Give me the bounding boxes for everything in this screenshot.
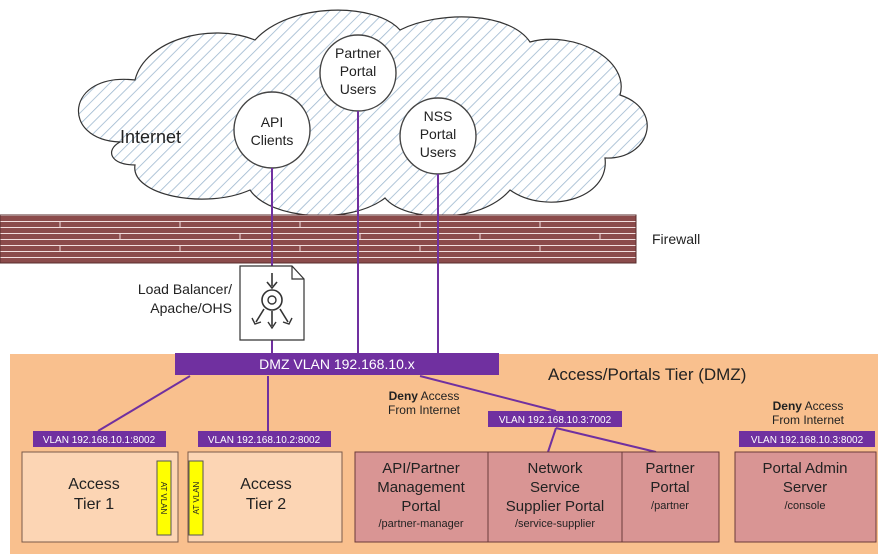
access-tier-2-box [187, 451, 343, 543]
client-partner: Partner Portal Users [319, 34, 397, 112]
access-tier-2-vlan: VLAN 192.168.10.2:8002 [208, 435, 321, 446]
at-vlan-tag-2-label: AT VLAN [192, 481, 201, 514]
client-partner-line: Users [340, 81, 377, 97]
client-nss-line: Users [420, 144, 457, 160]
admin-deny-line1: Deny Access [773, 399, 844, 413]
portal-1-line: Portal [401, 498, 440, 515]
client-nss: NSS Portal Users [399, 97, 477, 175]
dmz-vlan-label: DMZ VLAN 192.168.10.x [259, 356, 415, 372]
at-vlan-tag-2 [188, 460, 204, 536]
firewall-label: Firewall [652, 231, 700, 247]
access-tier-1-vlan: VLAN 192.168.10.1:8002 [43, 435, 156, 446]
portals-deny-line1: Deny Access [389, 389, 460, 403]
admin-line: Server [783, 479, 827, 496]
admin-vlan-bar [739, 431, 875, 447]
portals-vlan-bar [488, 411, 622, 427]
portal-2-line: Supplier Portal [506, 498, 604, 515]
load-balancer-icon [239, 265, 305, 341]
admin-line: Portal Admin [762, 460, 847, 477]
admin-deny-bold: Deny [773, 399, 803, 413]
access-tier-1-box [21, 451, 179, 543]
access-tier-1-line: Access [68, 476, 120, 493]
dmz-tier-title: Access/Portals Tier (DMZ) [548, 365, 746, 384]
firewall [0, 214, 637, 264]
portal-3-line: Partner [645, 460, 694, 477]
client-partner-line: Partner [335, 45, 381, 61]
portals-deny-line2: From Internet [388, 403, 461, 417]
client-nss-line: Portal [420, 126, 457, 142]
access-tier-2-line: Tier 2 [246, 496, 286, 513]
client-api: API Clients [233, 91, 311, 169]
client-api-line: Clients [251, 132, 294, 148]
portals-vlan: VLAN 192.168.10.3:7002 [499, 415, 612, 426]
firewall-joints [59, 221, 601, 251]
client-nss-line: NSS [424, 108, 453, 124]
admin-vlan: VLAN 192.168.10.3:8002 [751, 435, 864, 446]
network-links [97, 111, 657, 453]
internet-label: Internet [120, 127, 181, 147]
client-partner-line: Portal [340, 63, 377, 79]
access-tier-1-vlan-bar [33, 431, 166, 447]
load-balancer-line: Apache/OHS [150, 300, 232, 316]
dmz-vlan-bar [175, 353, 499, 375]
portals-deny-rest: Access [418, 389, 459, 403]
access-tier-2-line: Access [240, 476, 292, 493]
access-tier-1-line: Tier 1 [74, 496, 114, 513]
portal-1-path: /partner-manager [379, 518, 464, 530]
admin-deny-line2: From Internet [772, 413, 845, 427]
at-vlan-tag-1 [156, 460, 172, 536]
portal-2-line: Service [530, 479, 580, 496]
portals-group-box [354, 451, 720, 543]
internet-cloud [77, 9, 648, 217]
at-vlan-tag-1-label: AT VLAN [159, 482, 168, 515]
portals-deny-bold: Deny [389, 389, 419, 403]
portal-1-line: API/Partner [382, 460, 460, 477]
admin-box [734, 451, 877, 543]
client-api-line: API [261, 114, 284, 130]
portal-2-path: /service-supplier [515, 518, 595, 530]
portal-1-line: Management [377, 479, 465, 496]
admin-path: /console [785, 500, 826, 512]
portal-3-line: Portal [650, 479, 689, 496]
access-tier-2-vlan-bar [198, 431, 331, 447]
load-balancer-line: Load Balancer/ [138, 281, 232, 297]
portal-2-line: Network [527, 460, 583, 477]
admin-deny-rest: Access [802, 399, 843, 413]
portal-3-path: /partner [651, 500, 689, 512]
